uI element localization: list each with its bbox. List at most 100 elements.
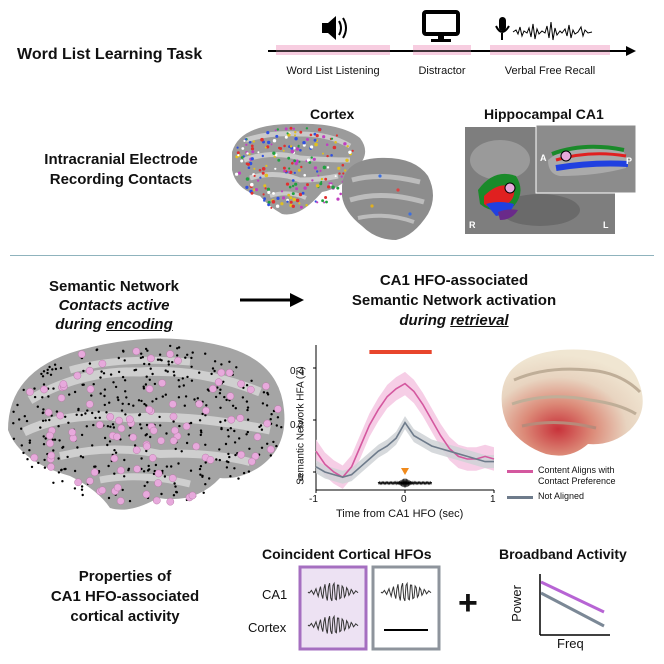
contact-dot [121,488,124,492]
contact-dot [80,433,84,437]
contact-dot [140,457,143,460]
contact-dot [176,354,179,357]
contact-dot [265,404,269,407]
contact-dot [227,435,230,438]
cortex-contact [280,190,284,193]
contact-dot [97,410,100,413]
cortex-contact-dots [235,126,354,209]
cortex-contact [282,166,286,170]
semantic-contact [168,400,177,409]
contact-dot [270,413,273,416]
contact-dot [158,415,161,419]
cortex-contact [285,182,290,186]
contact-dot [166,370,169,373]
contact-dot [81,493,84,497]
contact-dot [246,430,249,434]
broadband-xlabel: Freq [557,636,584,651]
ca1-title-line2: Semantic Network activation [351,292,557,309]
chart-ytick-1: 0.2 [290,420,304,431]
contact-dot [172,420,175,423]
contact-dot [208,477,211,480]
cortex-contact [276,196,280,200]
semantic-contact [147,354,155,363]
contact-dot [144,347,148,351]
contact-dot [47,395,50,398]
orient-r-label: R [469,220,476,230]
cortex-contact [298,160,301,163]
cortex-contact [325,200,328,204]
semantic-contact [45,431,54,440]
contact-dot [218,458,221,462]
contact-dot [61,446,64,449]
cortex-contact [267,200,271,204]
cortex-contact [325,143,329,146]
contact-dot [199,433,202,437]
contact-dot [137,399,141,402]
contact-dot [224,442,228,446]
contact-dot [154,463,158,467]
cortex-contact [330,137,334,140]
contact-dot [189,469,193,472]
contact-dot [144,383,148,386]
semantic-contact [77,350,86,359]
cortex-contact [312,202,315,205]
contact-dot [191,351,194,354]
contact-dot [159,424,162,427]
contact-dot [200,431,203,434]
contact-dot [109,373,113,376]
contact-dot [201,412,204,416]
contact-dot [129,426,132,429]
contact-dot [143,402,146,406]
contact-dot [106,425,110,428]
contact-dot [218,392,222,395]
cortex-contact [275,204,280,208]
contact-dot [82,383,85,386]
semantic-title-block: Semantic Network Contacts active during … [24,277,204,334]
semantic-contact [86,477,94,485]
contact-dot [127,467,131,470]
semantic-contact [195,400,204,408]
semantic-contact [174,356,182,365]
chart-xtick-0: -1 [309,494,318,505]
orient-l-label: L [603,220,609,230]
semantic-contact-dots [12,344,283,506]
semantic-contact [251,452,260,461]
semantic-contact [95,421,104,429]
contact-dot [46,368,49,371]
contact-dot [48,418,51,422]
contact-dot [174,447,177,451]
contact-dot [220,427,223,431]
semantic-contact [148,454,157,462]
contact-dot [148,363,151,366]
cortex-contact [248,153,251,156]
cortex-contact [286,132,289,135]
contact-dot [275,444,278,448]
cortex-contact [291,162,294,165]
contact-dot [133,369,136,372]
not-aligned-ca1-burst [380,581,432,602]
cortex-contact [319,169,322,172]
semantic-contact [246,385,255,394]
contact-dot [266,391,269,395]
contact-dot [42,383,46,386]
contact-dot [260,428,264,431]
broadband-not-aligned-line [540,591,605,628]
cortex-contact [294,131,297,134]
contact-dot [107,496,111,500]
contact-dot [241,396,245,399]
cortex-contact [321,199,324,203]
contact-dot [33,395,37,399]
semantic-contact [206,456,215,464]
contact-dot [227,460,230,464]
contact-dot [28,449,31,452]
contact-dot [60,469,63,472]
contact-dot [28,441,31,444]
contact-dot [116,396,119,399]
semantic-contact [30,453,39,462]
semantic-contact [154,479,162,487]
contact-dot [73,390,77,394]
semantic-contact [113,483,122,492]
contact-dot [53,438,57,441]
recall-phase-bar [490,45,610,55]
contact-dot [145,404,148,407]
